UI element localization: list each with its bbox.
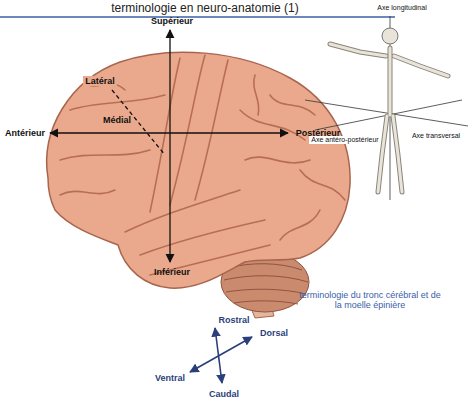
mannequin bbox=[305, 16, 468, 200]
direction-label: Médial bbox=[101, 115, 133, 125]
direction-label: Antérieur bbox=[5, 128, 45, 138]
direction-label: Dorsal bbox=[260, 328, 288, 338]
horizontal-axis bbox=[50, 132, 288, 133]
caption-note: terminologie du tronc cérébral et de la … bbox=[295, 290, 445, 311]
direction-label: Ventral bbox=[155, 373, 185, 383]
direction-label: Latéral bbox=[83, 76, 117, 86]
sulci bbox=[60, 55, 345, 275]
direction-label: Rostral bbox=[216, 315, 251, 325]
title-rule bbox=[0, 16, 395, 18]
cerebellum-folia bbox=[224, 264, 308, 304]
axis-label: Axe longitudinal bbox=[375, 4, 428, 12]
ventro-dorsal-axis bbox=[190, 337, 252, 372]
direction-label: Caudal bbox=[209, 389, 239, 399]
cerebrum bbox=[47, 52, 350, 288]
axis-label: Axe transversal bbox=[410, 132, 462, 140]
vertical-axis bbox=[169, 30, 170, 262]
direction-label: Supérieur bbox=[151, 16, 193, 26]
axis-label: Axe antéro-postérieur bbox=[309, 136, 380, 144]
direction-label: Inférieur bbox=[154, 267, 190, 277]
title: terminologie en neuro-anatomie (1) bbox=[111, 2, 298, 16]
